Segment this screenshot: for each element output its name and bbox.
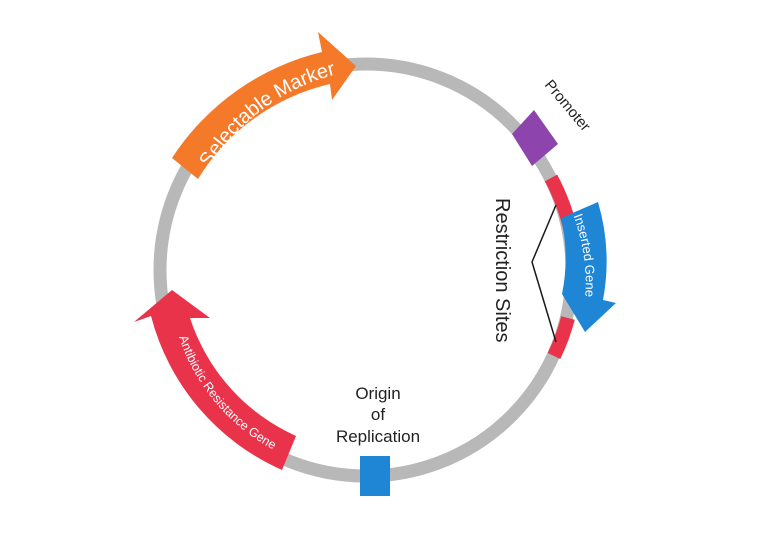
promoter-label: Promoter — [541, 77, 594, 135]
origin-block — [360, 456, 390, 496]
promoter-block — [512, 110, 558, 166]
origin-label-line3: Replication — [336, 427, 420, 446]
origin-label-line1: Origin — [355, 384, 400, 403]
selectable-marker-arrow — [172, 32, 356, 179]
restriction-site-lower — [547, 316, 575, 360]
origin-label-line2: of — [371, 405, 385, 424]
inserted-gene-arrow — [561, 202, 616, 332]
restriction-sites-leader — [531, 204, 557, 343]
restriction-sites-label: Restriction Sites — [491, 198, 513, 343]
antibiotic-resistance-arrow — [134, 290, 296, 470]
